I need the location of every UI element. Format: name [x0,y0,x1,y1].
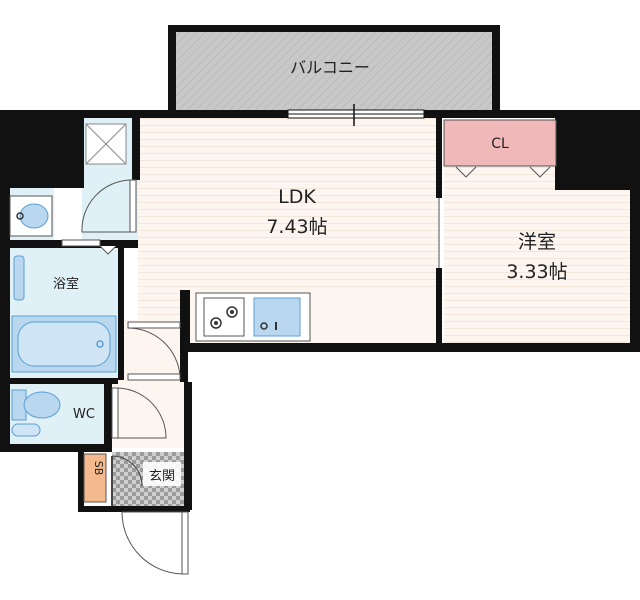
bath-label: 浴室 [53,276,79,292]
bath: 浴室 [11,255,117,373]
entrance-label: 玄関 [149,469,175,484]
washroom [9,123,137,255]
balcony-label: バルコニー [290,58,370,77]
wc: WC [11,389,95,437]
walls [0,110,640,512]
front-door [181,511,189,575]
hall-doors [111,321,181,439]
burner-icon [226,306,238,318]
ldk-label: LDK [278,186,316,208]
stove [203,297,245,337]
kitchen-counter [195,292,311,342]
hallway-floor [112,320,188,448]
western-area: 3.33帖 [506,261,567,283]
shoe-box-label: SB [92,461,105,476]
entrance: 玄関 SB [83,452,189,575]
western-label: 洋室 [518,231,556,253]
toilet-icon [23,391,61,419]
shoe-box [83,453,107,503]
closet-label: CL [491,136,509,152]
burner-icon [210,317,222,329]
wc-label: WC [73,407,95,422]
balcony-window [287,104,425,126]
balcony: バルコニー [168,25,500,115]
kitchen-sink [253,297,301,337]
closet: CL [443,119,557,178]
ldk-area: 7.43帖 [266,216,327,238]
